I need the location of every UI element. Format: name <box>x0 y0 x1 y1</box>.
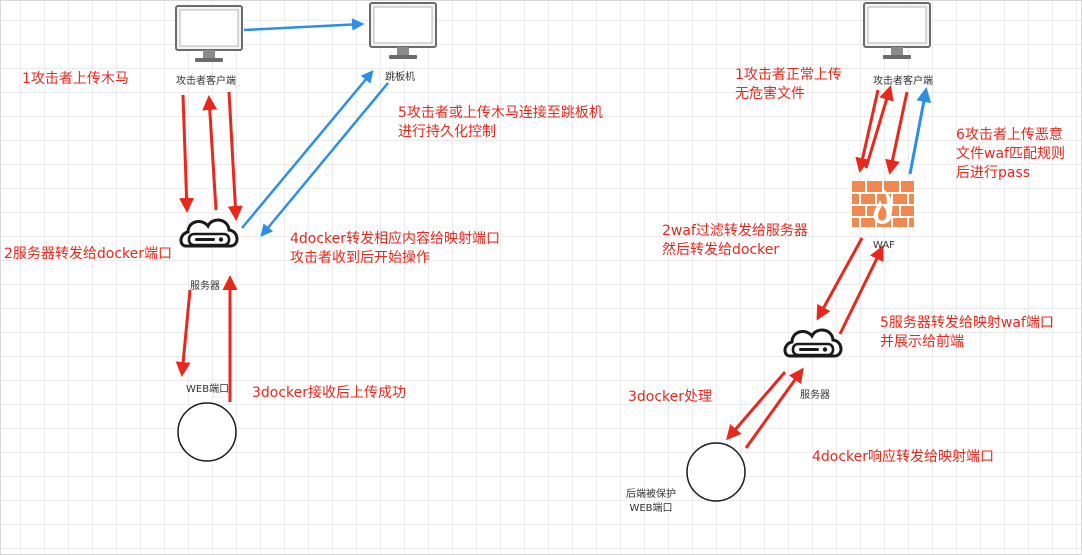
arrow-client-to-waf-2 <box>885 91 909 175</box>
left-jump-host <box>369 2 437 60</box>
right-attacker-client-label: 攻击者客户端 <box>873 76 933 87</box>
arrow-server-to-web <box>175 289 192 377</box>
arrow-client-to-waf-1 <box>855 89 880 173</box>
arrow-jump-to-server <box>260 82 389 237</box>
right-attacker-client <box>863 2 931 60</box>
waf-label: WAF <box>873 240 895 251</box>
left-step1-text: 1攻击者上传木马 <box>22 71 129 87</box>
jump-host-label: 跳板机 <box>385 72 415 83</box>
arrow-client-to-jump <box>243 18 365 32</box>
backend-web-label: 后端被保护 WEB端口 <box>626 489 676 514</box>
arrow-backend-to-server <box>744 367 804 449</box>
right-step5-text: 5服务器转发给映射waf端口 并展示给前端 <box>880 315 1054 350</box>
left-step2-text: 2服务器转发给docker端口 <box>4 246 173 262</box>
arrow-server-to-waf <box>838 245 884 335</box>
arrow-client-to-server-1 <box>179 94 195 213</box>
left-attacker-client-label: 攻击者客户端 <box>176 76 236 87</box>
right-step3-text: 3docker处理 <box>628 389 713 405</box>
web-port-label: WEB端口 <box>186 384 230 395</box>
arrow-waf-to-client <box>864 85 894 169</box>
arrow-waf-to-server <box>816 237 864 321</box>
arrow-waf-pass-to-client <box>908 87 932 175</box>
right-server-icon <box>783 328 843 358</box>
arrow-server-to-client <box>202 95 218 211</box>
right-server-label: 服务器 <box>800 390 830 401</box>
left-step4-text: 4docker转发相应内容给映射端口 攻击者收到后开始操作 <box>290 231 501 266</box>
right-step6-text: 6攻击者上传恶意 文件waf匹配规则 后进行pass <box>956 127 1065 181</box>
backend-web-node <box>686 442 746 502</box>
right-step1-text: 1攻击者正常上传 无危害文件 <box>735 67 842 102</box>
arrow-server-to-jump <box>241 70 374 229</box>
waf-firewall-icon <box>852 181 914 227</box>
right-step4-text: 4docker响应转发给映射端口 <box>812 449 995 465</box>
left-server-icon <box>179 218 239 248</box>
arrow-server-to-backend <box>726 371 787 441</box>
left-attacker-client <box>175 5 243 63</box>
left-step3-text: 3docker接收后上传成功 <box>252 385 407 401</box>
right-step2-text: 2waf过滤转发给服务器 然后转发给docker <box>662 223 808 258</box>
left-web-port-node <box>177 402 237 462</box>
left-server-label: 服务器 <box>190 281 220 292</box>
arrow-client-to-server-2 <box>227 91 243 221</box>
left-step5-text: 5攻击者或上传木马连接至跳板机 进行持久化控制 <box>398 105 603 140</box>
